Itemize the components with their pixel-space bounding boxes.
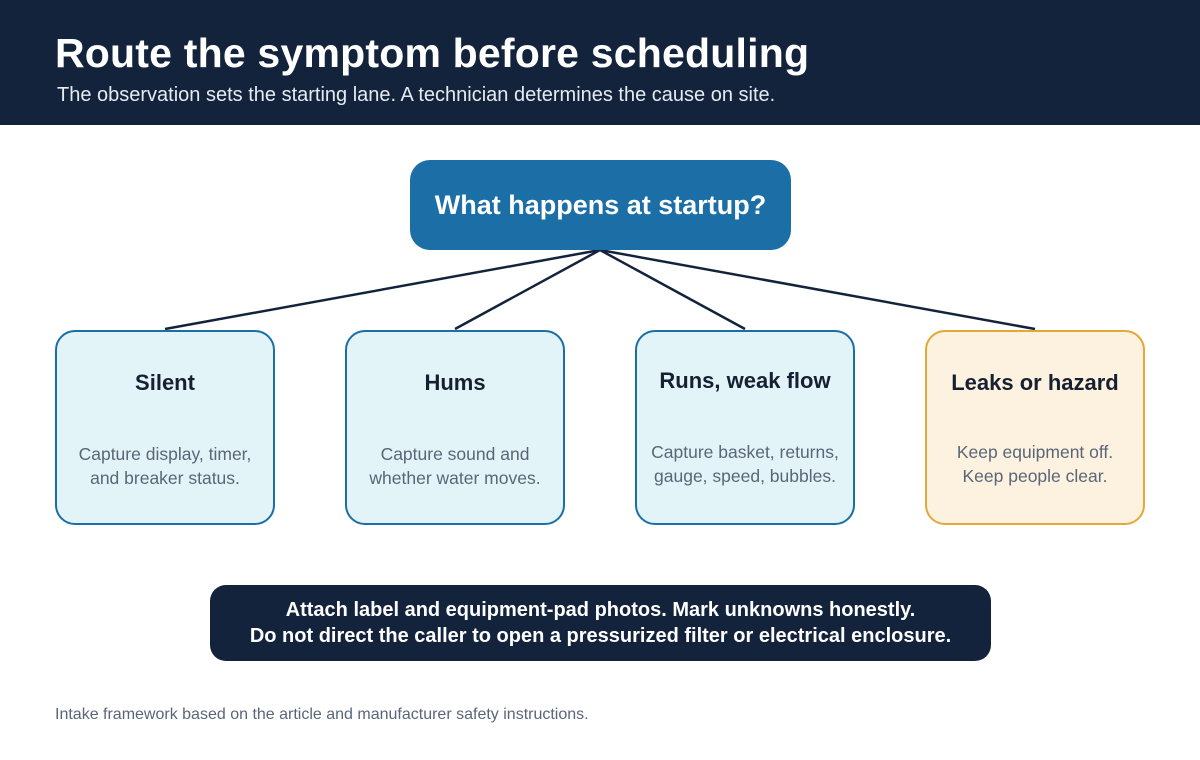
lane-hazard-description: Keep equipment off. Keep people clear. (927, 440, 1143, 488)
lane-weak-flow-line-2: gauge, speed, bubbles. (654, 466, 836, 486)
lane-weak-flow-line-1: Capture basket, returns, (651, 442, 839, 462)
connector-hums (454, 248, 601, 331)
connector-weak-flow (599, 248, 746, 331)
lane-weak-flow-description: Capture basket, returns, gauge, speed, b… (637, 440, 853, 488)
lane-hazard-title: Leaks or hazard (951, 370, 1119, 395)
header-banner: Route the symptom before scheduling The … (0, 0, 1200, 125)
safety-notice-line-2: Do not direct the caller to open a press… (249, 625, 952, 647)
connector-hazard (599, 248, 1036, 331)
lane-hums: Hums Capture sound and whether water mov… (345, 330, 565, 525)
lane-silent: Silent Capture display, timer, and break… (55, 330, 275, 525)
lane-weak-flow-title: Runs, weak flow (659, 368, 831, 393)
startup-question-label: What happens at startup? (434, 189, 767, 220)
lane-hazard-line-2: Keep people clear. (962, 466, 1108, 486)
lane-hums-line-2: whether water moves. (369, 468, 541, 488)
lane-silent-line-2: and breaker status. (90, 468, 240, 488)
lane-weak-flow: Runs, weak flow Capture basket, returns,… (635, 330, 855, 525)
lane-silent-line-1: Capture display, timer, (78, 444, 252, 464)
lane-hums-description: Capture sound and whether water moves. (347, 442, 563, 490)
connector-silent (164, 248, 601, 331)
lane-hums-title: Hums (424, 370, 486, 395)
source-footnote: Intake framework based on the article an… (55, 706, 589, 723)
startup-question-node: What happens at startup? (410, 160, 791, 250)
safety-notice-line-1: Attach label and equipment-pad photos. M… (285, 599, 916, 621)
page-title: Route the symptom before scheduling (55, 30, 810, 76)
page-subtitle: The observation sets the starting lane. … (57, 84, 776, 106)
lane-hazard: Leaks or hazard Keep equipment off. Keep… (925, 330, 1145, 525)
lane-hums-line-1: Capture sound and (380, 444, 530, 464)
lane-silent-description: Capture display, timer, and breaker stat… (57, 442, 273, 490)
lane-silent-title: Silent (135, 370, 195, 395)
lane-hazard-line-1: Keep equipment off. (956, 442, 1114, 462)
safety-notice: Attach label and equipment-pad photos. M… (210, 585, 991, 661)
